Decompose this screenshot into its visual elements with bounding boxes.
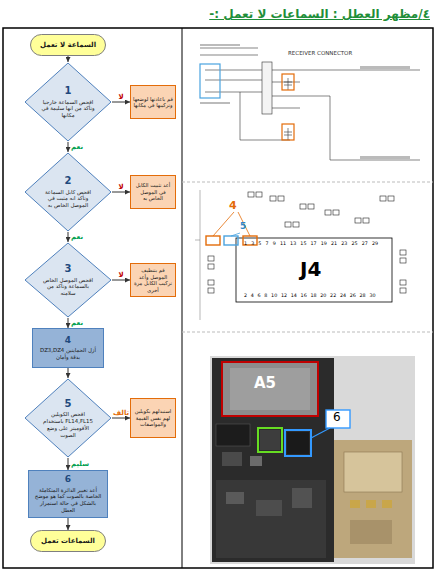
- node-label: افحص الكويلين FL14,FL15 باستخدام الأفومي…: [41, 411, 95, 438]
- flow-arrow: [112, 280, 130, 281]
- flow-arrow: [68, 458, 69, 470]
- diamond-shape: [25, 379, 111, 457]
- flow-arrow: [112, 192, 130, 193]
- node-label: افحص السماعة خارجيا وتأكد من انها سليمة …: [41, 99, 95, 119]
- flow-arrow: [68, 368, 69, 378]
- node-label: افحص كابل السماعة وتأكد انه مثبت في المو…: [41, 189, 95, 209]
- chip-marking: A5: [254, 374, 276, 392]
- node-label: قم بتنظيف الموصل وأعد تركيب الكابل مرة أ…: [133, 267, 173, 293]
- action-box: استبدلهم بكويلين لهم نفس القيمة والمواصف…: [130, 398, 176, 438]
- node-label: أعد تغيير الدائرة المتكاملة الخاصة بالصو…: [32, 487, 104, 514]
- section-divider: [182, 332, 433, 333]
- node-content: 2افحص كابل السماعة وتأكد انه مثبت في الم…: [24, 152, 112, 232]
- node-content: 1افحص السماعة خارجيا وتأكد من انها سليمة…: [24, 62, 112, 142]
- diamond-shape: [25, 153, 111, 231]
- oval-shape: [31, 35, 106, 56]
- pin-numbers: 2 4 6 8 10 12 14 16 18 20 22 24 26 28 30: [244, 293, 376, 298]
- node-content: 5افحص الكويلين FL14,FL15 باستخدام الأفوم…: [24, 378, 112, 458]
- step-number: 6: [65, 474, 71, 485]
- decision-diamond: 1افحص السماعة خارجيا وتأكد من انها سليمة…: [24, 62, 112, 142]
- flow-arrow: [68, 518, 69, 530]
- flow-arrow: [68, 56, 69, 62]
- terminal-oval: السماعة لا تعمل: [30, 34, 106, 56]
- edge-label: سليم: [71, 460, 89, 468]
- schematic-drawing: [200, 44, 420, 160]
- step-number: 5: [65, 398, 72, 411]
- column-divider: [182, 28, 183, 568]
- connector-name: RECEIVER CONNECTOR: [288, 50, 352, 56]
- callout-number: 6: [333, 410, 341, 424]
- step-number: 1: [65, 85, 72, 98]
- node-content: قم بتنظيف الموصل وأعد تركيب الكابل مرة أ…: [131, 264, 175, 296]
- node-label: استبدلهم بكويلين لهم نفس القيمة والمواصف…: [133, 408, 173, 428]
- terminal-oval: السماعات تعمل: [30, 530, 106, 552]
- decision-diamond: 5افحص الكويلين FL14,FL15 باستخدام الأفوم…: [24, 378, 112, 458]
- node-label: السماعة لا تعمل: [40, 41, 96, 50]
- page-title: ٤/مظهر العطل : السماعات لا تعمل :-: [209, 7, 430, 21]
- node-content: أعد تثبيت الكابل في الموصل الخاص به: [131, 176, 175, 208]
- oval-shape: [31, 531, 106, 552]
- node-content: 6 أعد تغيير الدائرة المتكاملة الخاصة بالص…: [29, 471, 107, 517]
- edge-label: نعم: [71, 233, 83, 241]
- callout-number: 5: [240, 221, 246, 231]
- edge-label: لا: [119, 93, 124, 101]
- decision-diamond: 3افحص الموصل الخاص بالسماعة وتأكد من سلا…: [24, 242, 112, 318]
- edge-label: نعم: [71, 319, 83, 327]
- flow-arrow: [68, 232, 69, 242]
- edge-label: لا: [119, 183, 124, 191]
- diamond-shape: [25, 243, 111, 317]
- section-divider: [182, 182, 433, 183]
- node-label: افحص الموصل الخاص بالسماعة وتأكد من سلام…: [41, 277, 95, 297]
- action-box: قم باعادتها لوضعها وتركيبها في مكانها: [130, 85, 176, 119]
- part-name: J4: [300, 257, 321, 281]
- node-label: السماعات تعمل: [41, 537, 95, 546]
- node-label: أزل الحمايتين DZ3,DZ4 بدقة وأمان: [36, 347, 100, 361]
- callout-number: 4: [229, 199, 237, 212]
- pcb-drawing: [195, 190, 406, 320]
- step-number: 2: [65, 175, 72, 188]
- edge-label: تالف: [113, 409, 129, 417]
- node-content: 4أزل الحمايتين DZ3,DZ4 بدقة وأمان: [33, 329, 103, 367]
- step-number: 4: [65, 335, 71, 346]
- edge-label: نعم: [71, 143, 83, 151]
- decision-diamond: 2افحص كابل السماعة وتأكد انه مثبت في الم…: [24, 152, 112, 232]
- action-box: قم بتنظيف الموصل وأعد تركيب الكابل مرة أ…: [130, 263, 176, 297]
- node-content: السماعات تعمل: [30, 530, 106, 552]
- node-content: قم باعادتها لوضعها وتركيبها في مكانها: [131, 86, 175, 118]
- flow-arrow: [68, 142, 69, 152]
- flow-arrow: [112, 102, 130, 103]
- flow-arrow: [112, 418, 130, 419]
- node-label: قم باعادتها لوضعها وتركيبها في مكانها: [133, 96, 173, 109]
- pin-numbers: 1 3 5 7 9 11 13 15 17 19 21 23 25 27 29: [244, 241, 378, 246]
- node-content: السماعة لا تعمل: [30, 34, 106, 56]
- diamond-shape: [25, 63, 111, 141]
- node-content: استبدلهم بكويلين لهم نفس القيمة والمواصف…: [131, 399, 175, 437]
- process-box: 4أزل الحمايتين DZ3,DZ4 بدقة وأمان: [32, 328, 104, 368]
- action-box: أعد تثبيت الكابل في الموصل الخاص به: [130, 175, 176, 209]
- step-number: 3: [65, 263, 72, 276]
- page-frame: [3, 28, 433, 568]
- node-label: أعد تثبيت الكابل في الموصل الخاص به: [133, 182, 173, 202]
- node-content: 3افحص الموصل الخاص بالسماعة وتأكد من سلا…: [24, 242, 112, 318]
- flow-arrow: [68, 318, 69, 328]
- board-photo: [210, 356, 415, 564]
- process-box: 6 أعد تغيير الدائرة المتكاملة الخاصة بالص…: [28, 470, 108, 518]
- edge-label: لا: [119, 271, 124, 279]
